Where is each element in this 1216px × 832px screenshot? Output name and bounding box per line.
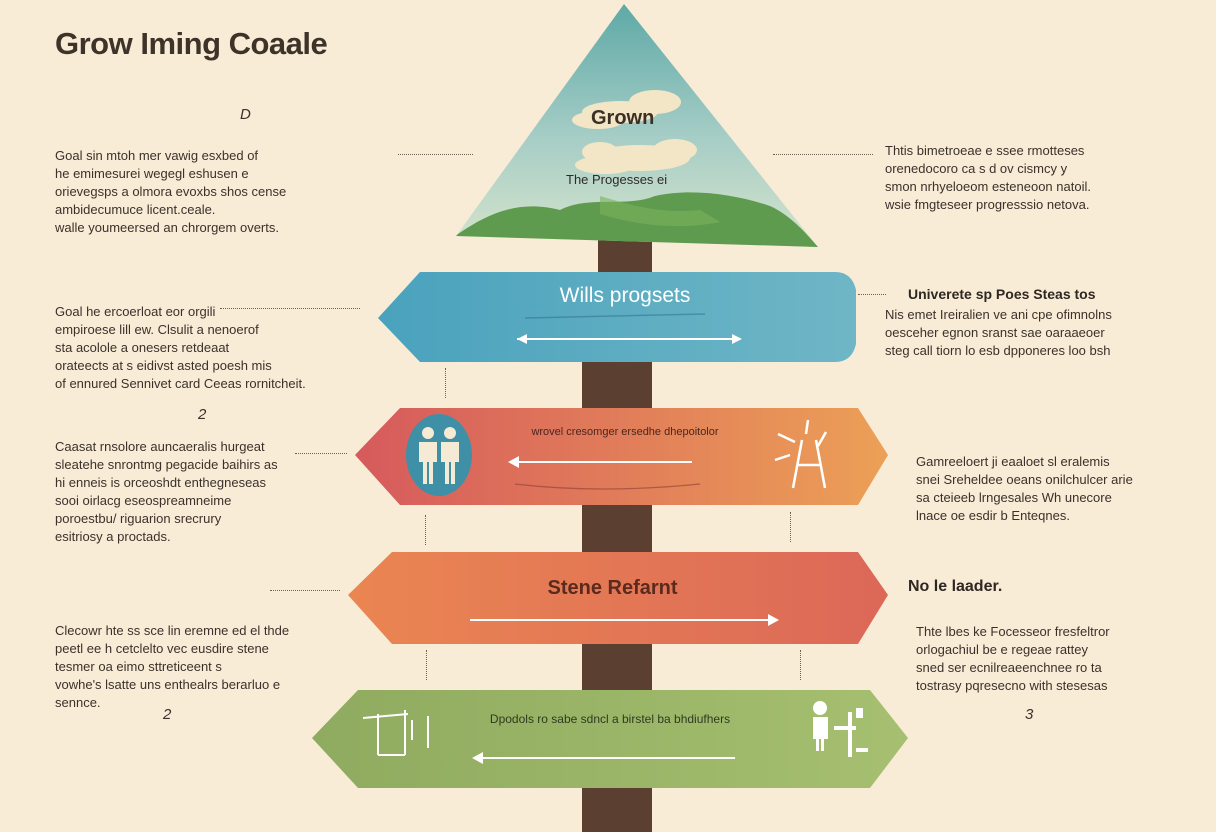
step-marker: 3 (1025, 706, 1034, 723)
connector-line (800, 650, 801, 680)
right-heading: Univerete sp Poes Steas tos (908, 286, 1096, 302)
sign-label-orange: Stene Refarnt (547, 577, 678, 599)
left-description: Goal he ercoerloat eor orgili empiroese … (55, 304, 306, 391)
scaffold-icon (362, 710, 429, 756)
sign-label-green: Dpodols ro sabe sdncl a birstel ba bhdiu… (489, 712, 731, 726)
connector-line (773, 154, 873, 155)
left-description: Goal sin mtoh mer vawig esxbed of he emi… (55, 148, 287, 235)
triangle-subheading: The Progesses ei (566, 172, 668, 187)
worker-icon (813, 701, 868, 757)
connector-line (426, 650, 427, 680)
sign-red-orange (355, 408, 888, 505)
right-description: Thte lbes ke Focesseor fresfeltror orlog… (916, 624, 1110, 693)
connector-line (270, 590, 340, 591)
family-icon (406, 414, 472, 496)
connector-line (295, 453, 347, 454)
connector-line (398, 154, 473, 155)
cloud-icon (575, 139, 697, 174)
connector-line (445, 368, 446, 398)
cloud-icon (572, 90, 681, 129)
left-description: Clecowr hte ss sce lin eremne ed el thde… (55, 623, 290, 710)
step-marker: D (240, 106, 251, 123)
connector-line (790, 512, 791, 542)
right-heading: No le laader. (908, 578, 1003, 595)
sign-green (312, 690, 908, 788)
step-marker: 2 (198, 406, 207, 423)
ladder-icon (774, 419, 828, 489)
connector-line (220, 308, 360, 309)
sign-label-blue: Wills progsets (559, 284, 691, 307)
connector-line (858, 294, 886, 295)
right-description: Thtis bimetroeae e ssee rmotteses orened… (885, 143, 1091, 212)
sign-label-red-orange: wrovel cresomger ersedhe dhepoitolor (531, 426, 719, 438)
left-description: Caasat rnsolore auncaeralis hurgeat slea… (55, 439, 278, 544)
page-title: Grow Iming Coaale (55, 26, 328, 61)
step-marker: 2 (163, 706, 172, 723)
mountain-triangle (456, 4, 818, 247)
right-description: Nis emet Ireiralien ve ani cpe ofimnolns… (885, 307, 1112, 358)
connector-line (425, 515, 426, 545)
right-description: Gamreeloert ji eaaloet sl eralemis snei … (916, 454, 1133, 523)
sign-blue (378, 272, 856, 362)
sign-orange (348, 552, 888, 644)
triangle-heading: Grown (591, 107, 655, 129)
